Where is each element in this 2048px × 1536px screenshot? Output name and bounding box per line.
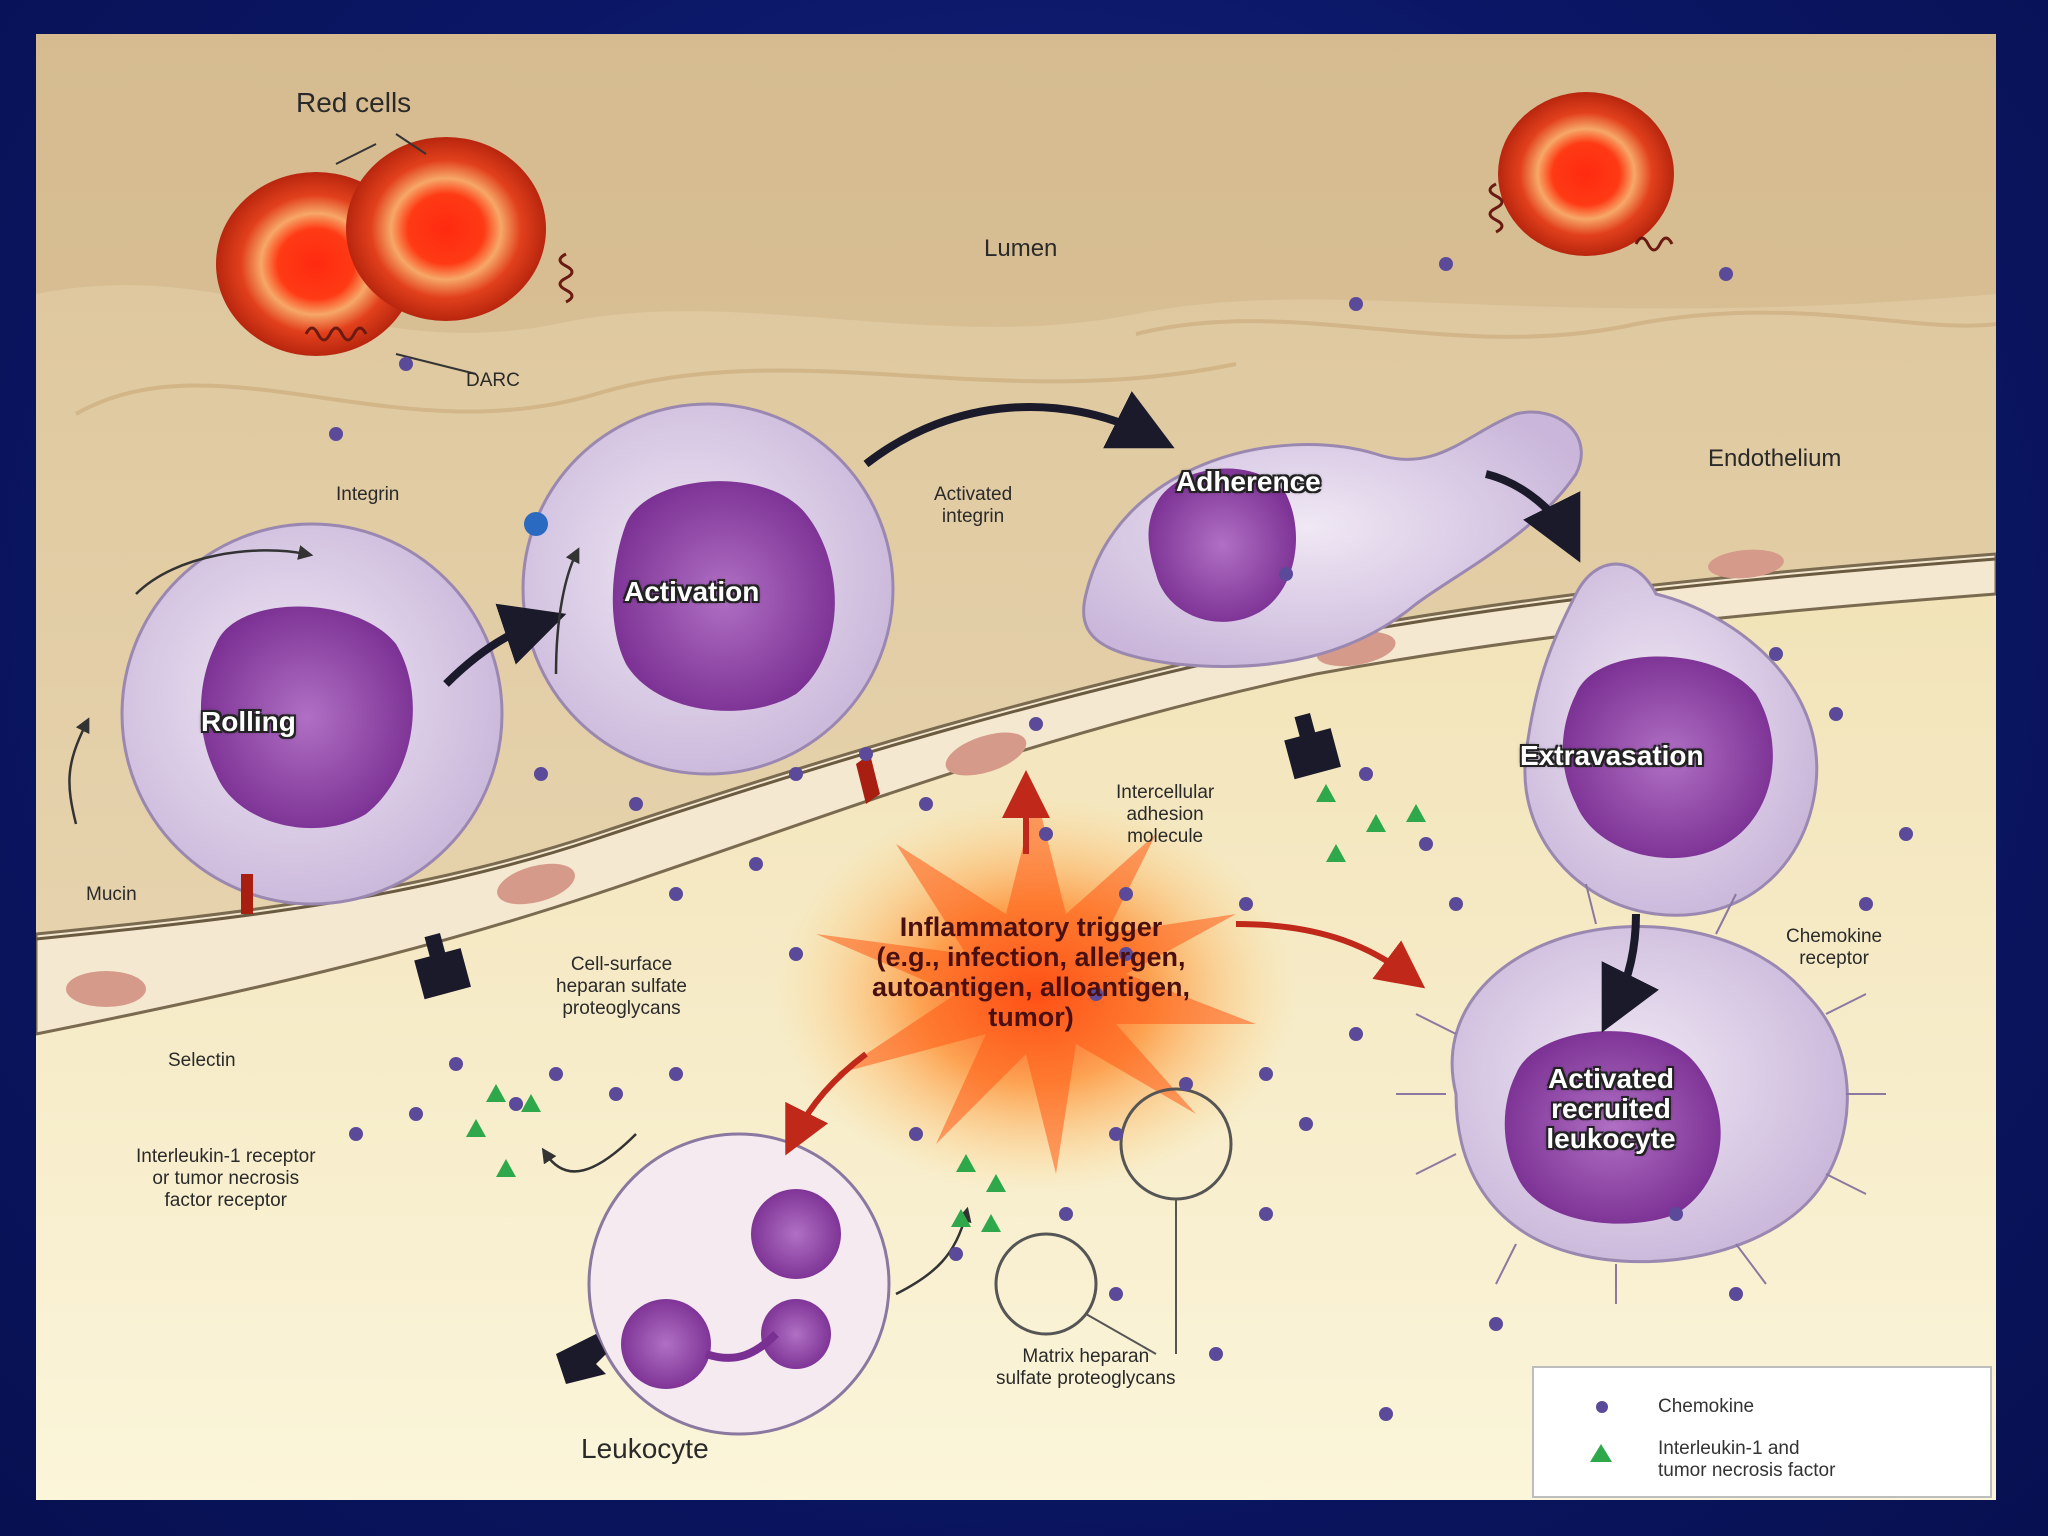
chemokine-icon (1596, 1401, 1608, 1413)
chemokine-dot (1179, 1077, 1193, 1091)
leukocyte-recruitment-diagram: Red cells Lumen DARC Endothelium Integri… (36, 34, 1996, 1500)
leukocyte-label: Leukocyte (581, 1433, 709, 1464)
chemokine-dot (449, 1057, 463, 1071)
chemokine-dot (1279, 567, 1293, 581)
il1-tnf-triangle (1366, 814, 1386, 832)
chemokine-dot (1899, 827, 1913, 841)
chemokine-dot (949, 1247, 963, 1261)
chemokine-dot (534, 767, 548, 781)
stage-activated-recruited: Activated recruited leukocyte (1546, 1063, 1676, 1154)
chemokine-dot (919, 797, 933, 811)
il1-tnf-triangle-icon (1590, 1444, 1612, 1462)
stage-extravasation: Extravasation (1520, 740, 1704, 771)
il1-tnf-triangle (1326, 844, 1346, 862)
endothelium-label: Endothelium (1708, 445, 1842, 472)
chemokine-dot (1059, 1207, 1073, 1221)
chemokine-dot (789, 947, 803, 961)
matrix-hspg-label: Matrix heparan sulfate proteoglycans (996, 1346, 1176, 1389)
red-blood-cells (216, 92, 1674, 356)
chemokine-dot (1349, 1027, 1363, 1041)
chemokine-dot (609, 1087, 623, 1101)
chemokine-dot (669, 887, 683, 901)
chemokine-dot (749, 857, 763, 871)
chemokine-dot (409, 1107, 423, 1121)
chemokine-dot (1379, 1407, 1393, 1421)
chemokine-dot (549, 1067, 563, 1081)
chemokine-dot (629, 797, 643, 811)
chemokine-dot (509, 1097, 523, 1111)
activated-integrin-label: Activated integrin (934, 484, 1013, 527)
chemokine-dot (349, 1127, 363, 1141)
lumen-label: Lumen (984, 235, 1058, 262)
il1-tnf-triangle (466, 1119, 486, 1137)
chemokine-dot (1359, 767, 1373, 781)
chemokine-dot (1259, 1067, 1273, 1081)
integrin-label: Integrin (336, 484, 400, 505)
il1-tnf-triangle (981, 1214, 1001, 1232)
chemokine-dot (1669, 1207, 1683, 1221)
cell-surface-hspg-label: Cell-surface heparan sulfate proteoglyca… (556, 954, 687, 1019)
chemokine-dot (1349, 297, 1363, 311)
chemokine-dot (1119, 947, 1133, 961)
selectin-label: Selectin (168, 1050, 236, 1071)
chemokine-dot (789, 767, 803, 781)
stage-rolling: Rolling (201, 706, 296, 737)
chemokine-dot (1729, 1287, 1743, 1301)
il1-tnf-triangle (496, 1159, 516, 1177)
il1-tnf-triangle (1406, 804, 1426, 822)
icam-label: Intercellular adhesion molecule (1116, 782, 1215, 847)
chemokine-dot (1449, 897, 1463, 911)
chemokine-dot (399, 357, 413, 371)
chemokine-dot (1829, 707, 1843, 721)
il1-tnf-triangle (521, 1094, 541, 1112)
legend-il1-tnf-label: Interleukin-1 and tumor necrosis factor (1658, 1438, 1836, 1481)
il1-tnf-triangle (951, 1209, 971, 1227)
il1-tnf-triangle (486, 1084, 506, 1102)
chemokine-dot (669, 1067, 683, 1081)
legend-chemokine-label: Chemokine (1658, 1396, 1755, 1417)
chemokine-dot (1089, 987, 1103, 1001)
chemokine-dot (909, 1127, 923, 1141)
stage-activation: Activation (624, 576, 760, 607)
molecule-markers (329, 257, 1913, 1421)
il1-tnf-triangle (1316, 784, 1336, 802)
chemokine-dot (1859, 897, 1873, 911)
chemokine-dot (1119, 887, 1133, 901)
mucin-label: Mucin (86, 884, 137, 905)
chemokine-dot (1109, 1127, 1123, 1141)
chemokine-dot (329, 427, 343, 441)
inflammatory-trigger-label: Inflammatory trigger (e.g., infection, a… (871, 912, 1190, 1032)
chemokine-dot (1039, 827, 1053, 841)
chemokine-dot (1419, 837, 1433, 851)
chemokine-receptor-label: Chemokine receptor (1786, 926, 1883, 969)
chemokine-dot (1029, 717, 1043, 731)
diagram-artwork (36, 34, 1996, 1500)
chemokine-dot (1719, 267, 1733, 281)
legend: Chemokine Interleukin-1 and tumor necros… (1532, 1366, 1992, 1498)
chemokine-dot (1209, 1347, 1223, 1361)
red-cells-label: Red cells (296, 87, 412, 118)
chemokine-dot (1489, 1317, 1503, 1331)
chemokine-dot (859, 747, 873, 761)
il1-tnf-triangle (956, 1154, 976, 1172)
chemokine-dot (1299, 1117, 1313, 1131)
chemokine-dot (1239, 897, 1253, 911)
chemokine-dot (1259, 1207, 1273, 1221)
chemokine-dot (1769, 647, 1783, 661)
darc-label: DARC (466, 370, 520, 391)
il1-receptor-label: Interleukin-1 receptor or tumor necrosis… (136, 1146, 316, 1211)
il1-tnf-triangle (986, 1174, 1006, 1192)
chemokine-dot (1439, 257, 1453, 271)
chemokine-dot (1109, 1287, 1123, 1301)
stage-adherence: Adherence (1176, 466, 1321, 497)
